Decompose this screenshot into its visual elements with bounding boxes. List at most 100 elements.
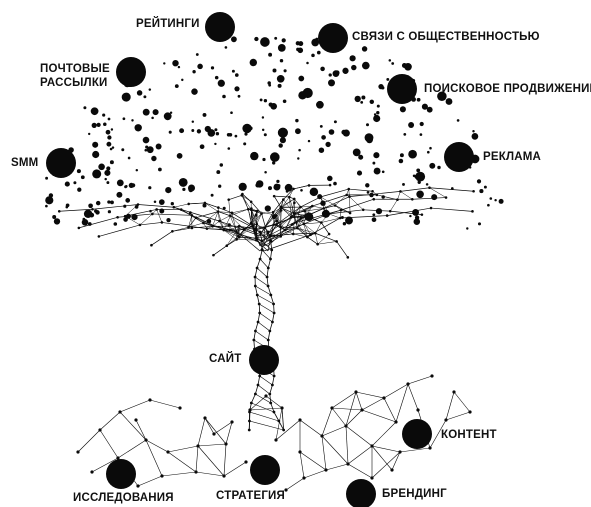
canopy-dot (494, 198, 497, 202)
canopy-dot (273, 183, 281, 191)
branch-lattice (188, 222, 204, 228)
branch-line (152, 213, 192, 216)
root-line (197, 417, 206, 447)
label-research: ИССЛЕДОВАНИЯ (73, 492, 174, 504)
branch-lattice (289, 188, 294, 198)
canopy-dot (83, 106, 87, 110)
branch-lattice (312, 205, 324, 209)
branch-joint (272, 223, 276, 226)
branch-joint (260, 212, 263, 215)
canopy-dot (320, 66, 325, 72)
branch-lattice (296, 222, 308, 238)
canopy-dot (270, 102, 278, 110)
canopy-dot (271, 214, 277, 220)
trunk-joint (256, 383, 260, 387)
trunk-joint (253, 392, 257, 396)
canopy-dot (415, 171, 426, 182)
canopy-dot (110, 200, 114, 205)
canopy-dot (408, 149, 417, 159)
canopy-dot (210, 66, 215, 70)
trunk-joint (266, 338, 270, 342)
trunk-rail (270, 294, 274, 305)
trunk-rail (256, 258, 261, 269)
root-joint (98, 428, 102, 432)
trunk-rail (259, 249, 263, 260)
branch-lattice (229, 215, 245, 230)
trunk-brace (259, 312, 273, 323)
canopy-dots (45, 36, 504, 492)
canopy-dot (155, 143, 162, 150)
branch-joint (254, 238, 258, 242)
branch-line (191, 225, 213, 229)
trunk-rail (273, 303, 275, 314)
canopy-dot (466, 227, 469, 230)
branch-line (412, 197, 447, 200)
root-line (197, 443, 227, 447)
trunk-joint (255, 293, 259, 297)
root-line (119, 399, 151, 413)
branch-joint (346, 256, 350, 259)
canopy-dot (148, 186, 152, 190)
root-line (361, 397, 385, 411)
root-joint (468, 410, 472, 414)
branch-joint (375, 193, 379, 197)
root-joint (194, 470, 198, 474)
canopy-dot (182, 187, 186, 192)
root-line (345, 425, 349, 465)
root-joint (298, 418, 302, 422)
canopy-dot (206, 219, 212, 224)
branch-lattice (188, 215, 193, 228)
canopy-dot (376, 104, 380, 108)
root-line (347, 445, 373, 465)
branch-joint (155, 208, 158, 211)
branch-lattice (273, 195, 281, 208)
branch-joint (322, 207, 326, 210)
canopy-dot (217, 79, 225, 87)
root-joint (302, 476, 306, 480)
canopy-dot (345, 216, 353, 225)
canopy-dot (142, 108, 150, 116)
branch-lattice (283, 199, 295, 214)
branch-joint (420, 213, 424, 216)
branch-joint (275, 223, 278, 226)
canopy-dot (96, 122, 101, 127)
canopy-dot (369, 192, 374, 198)
branch-lattice (195, 217, 213, 227)
trunk-joint (272, 410, 276, 414)
root-line (299, 451, 327, 471)
branch-joint (282, 198, 285, 201)
root-joint (284, 488, 288, 492)
canopy-dot (297, 157, 300, 160)
canopy-dot (134, 124, 142, 132)
branch-lattice (256, 213, 262, 225)
branch-lattice (349, 196, 351, 214)
branch-lattice (230, 208, 249, 216)
canopy-dot (261, 116, 265, 119)
canopy-dot (413, 218, 421, 225)
trunk-rail (256, 294, 260, 305)
branch-lattice (303, 223, 316, 234)
branch-joint (255, 209, 259, 213)
branch-joint (225, 244, 229, 248)
branch-lattice (307, 236, 318, 245)
branch-lattice (400, 191, 413, 200)
root-line (197, 445, 225, 477)
canopy-dot (179, 128, 185, 134)
trunk-joint (258, 311, 262, 315)
canopy-dot (372, 213, 376, 217)
branch-lattice (252, 225, 265, 229)
canopy-dot (274, 36, 278, 40)
root-line (361, 409, 397, 423)
root-line (347, 463, 373, 479)
branch-joint (292, 197, 296, 201)
canopy-dot (445, 98, 453, 105)
canopy-dot (214, 128, 218, 132)
branch-lattice (238, 229, 245, 237)
root-joint (382, 396, 386, 400)
branch-joint (228, 228, 232, 232)
branch-joint (249, 208, 253, 212)
branch-line (293, 232, 316, 235)
trunk-brace (257, 321, 271, 332)
branch-line (283, 188, 294, 200)
canopy-dot (187, 184, 196, 192)
